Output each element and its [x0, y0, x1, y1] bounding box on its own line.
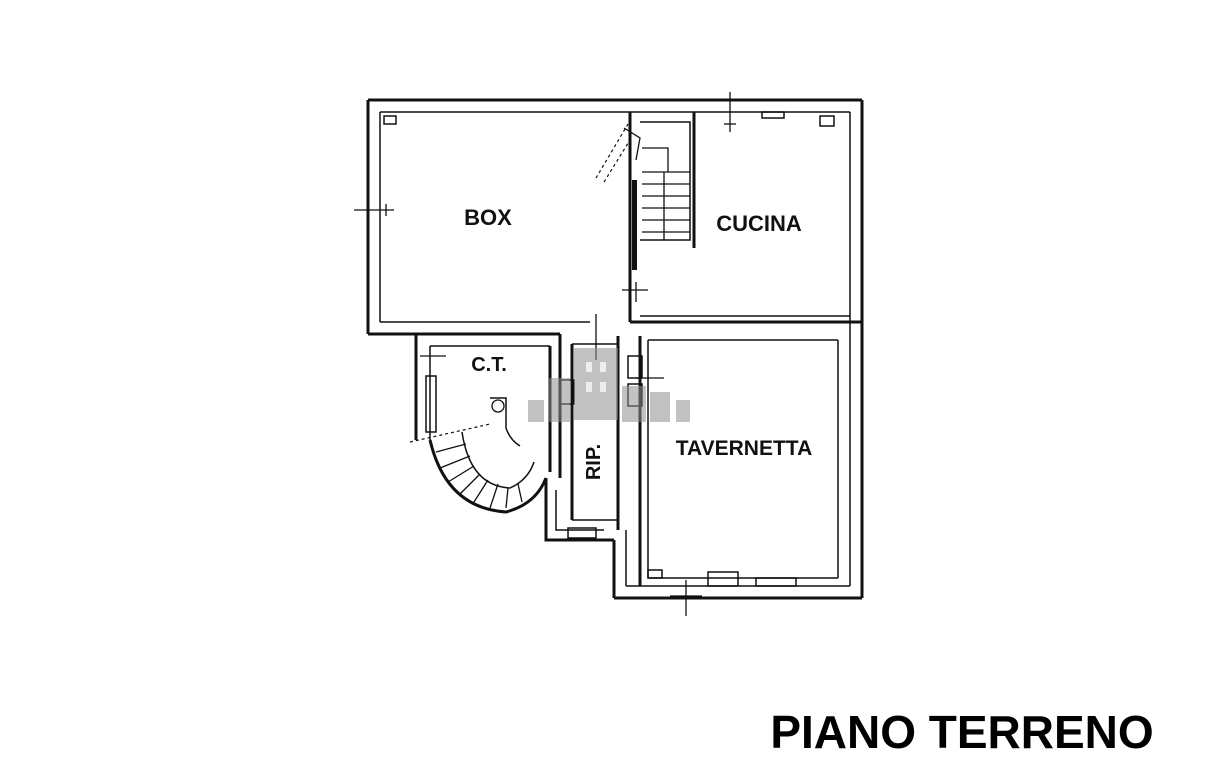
spiral-stair-icon	[409, 397, 548, 514]
outer-walls	[366, 98, 864, 600]
room-label-ripostiglio: RIP.	[583, 444, 605, 480]
floor-title: PIANO TERRENO	[770, 706, 1153, 758]
interior-walls	[383, 111, 862, 587]
watermark-building-icon	[528, 348, 690, 422]
room-label-cucina: CUCINA	[716, 211, 802, 236]
room-label-tavernetta: TAVERNETTA	[676, 437, 813, 460]
room-label-box: BOX	[464, 205, 512, 230]
room-label-ct: C.T.	[471, 354, 507, 376]
stair-icon	[595, 123, 690, 240]
